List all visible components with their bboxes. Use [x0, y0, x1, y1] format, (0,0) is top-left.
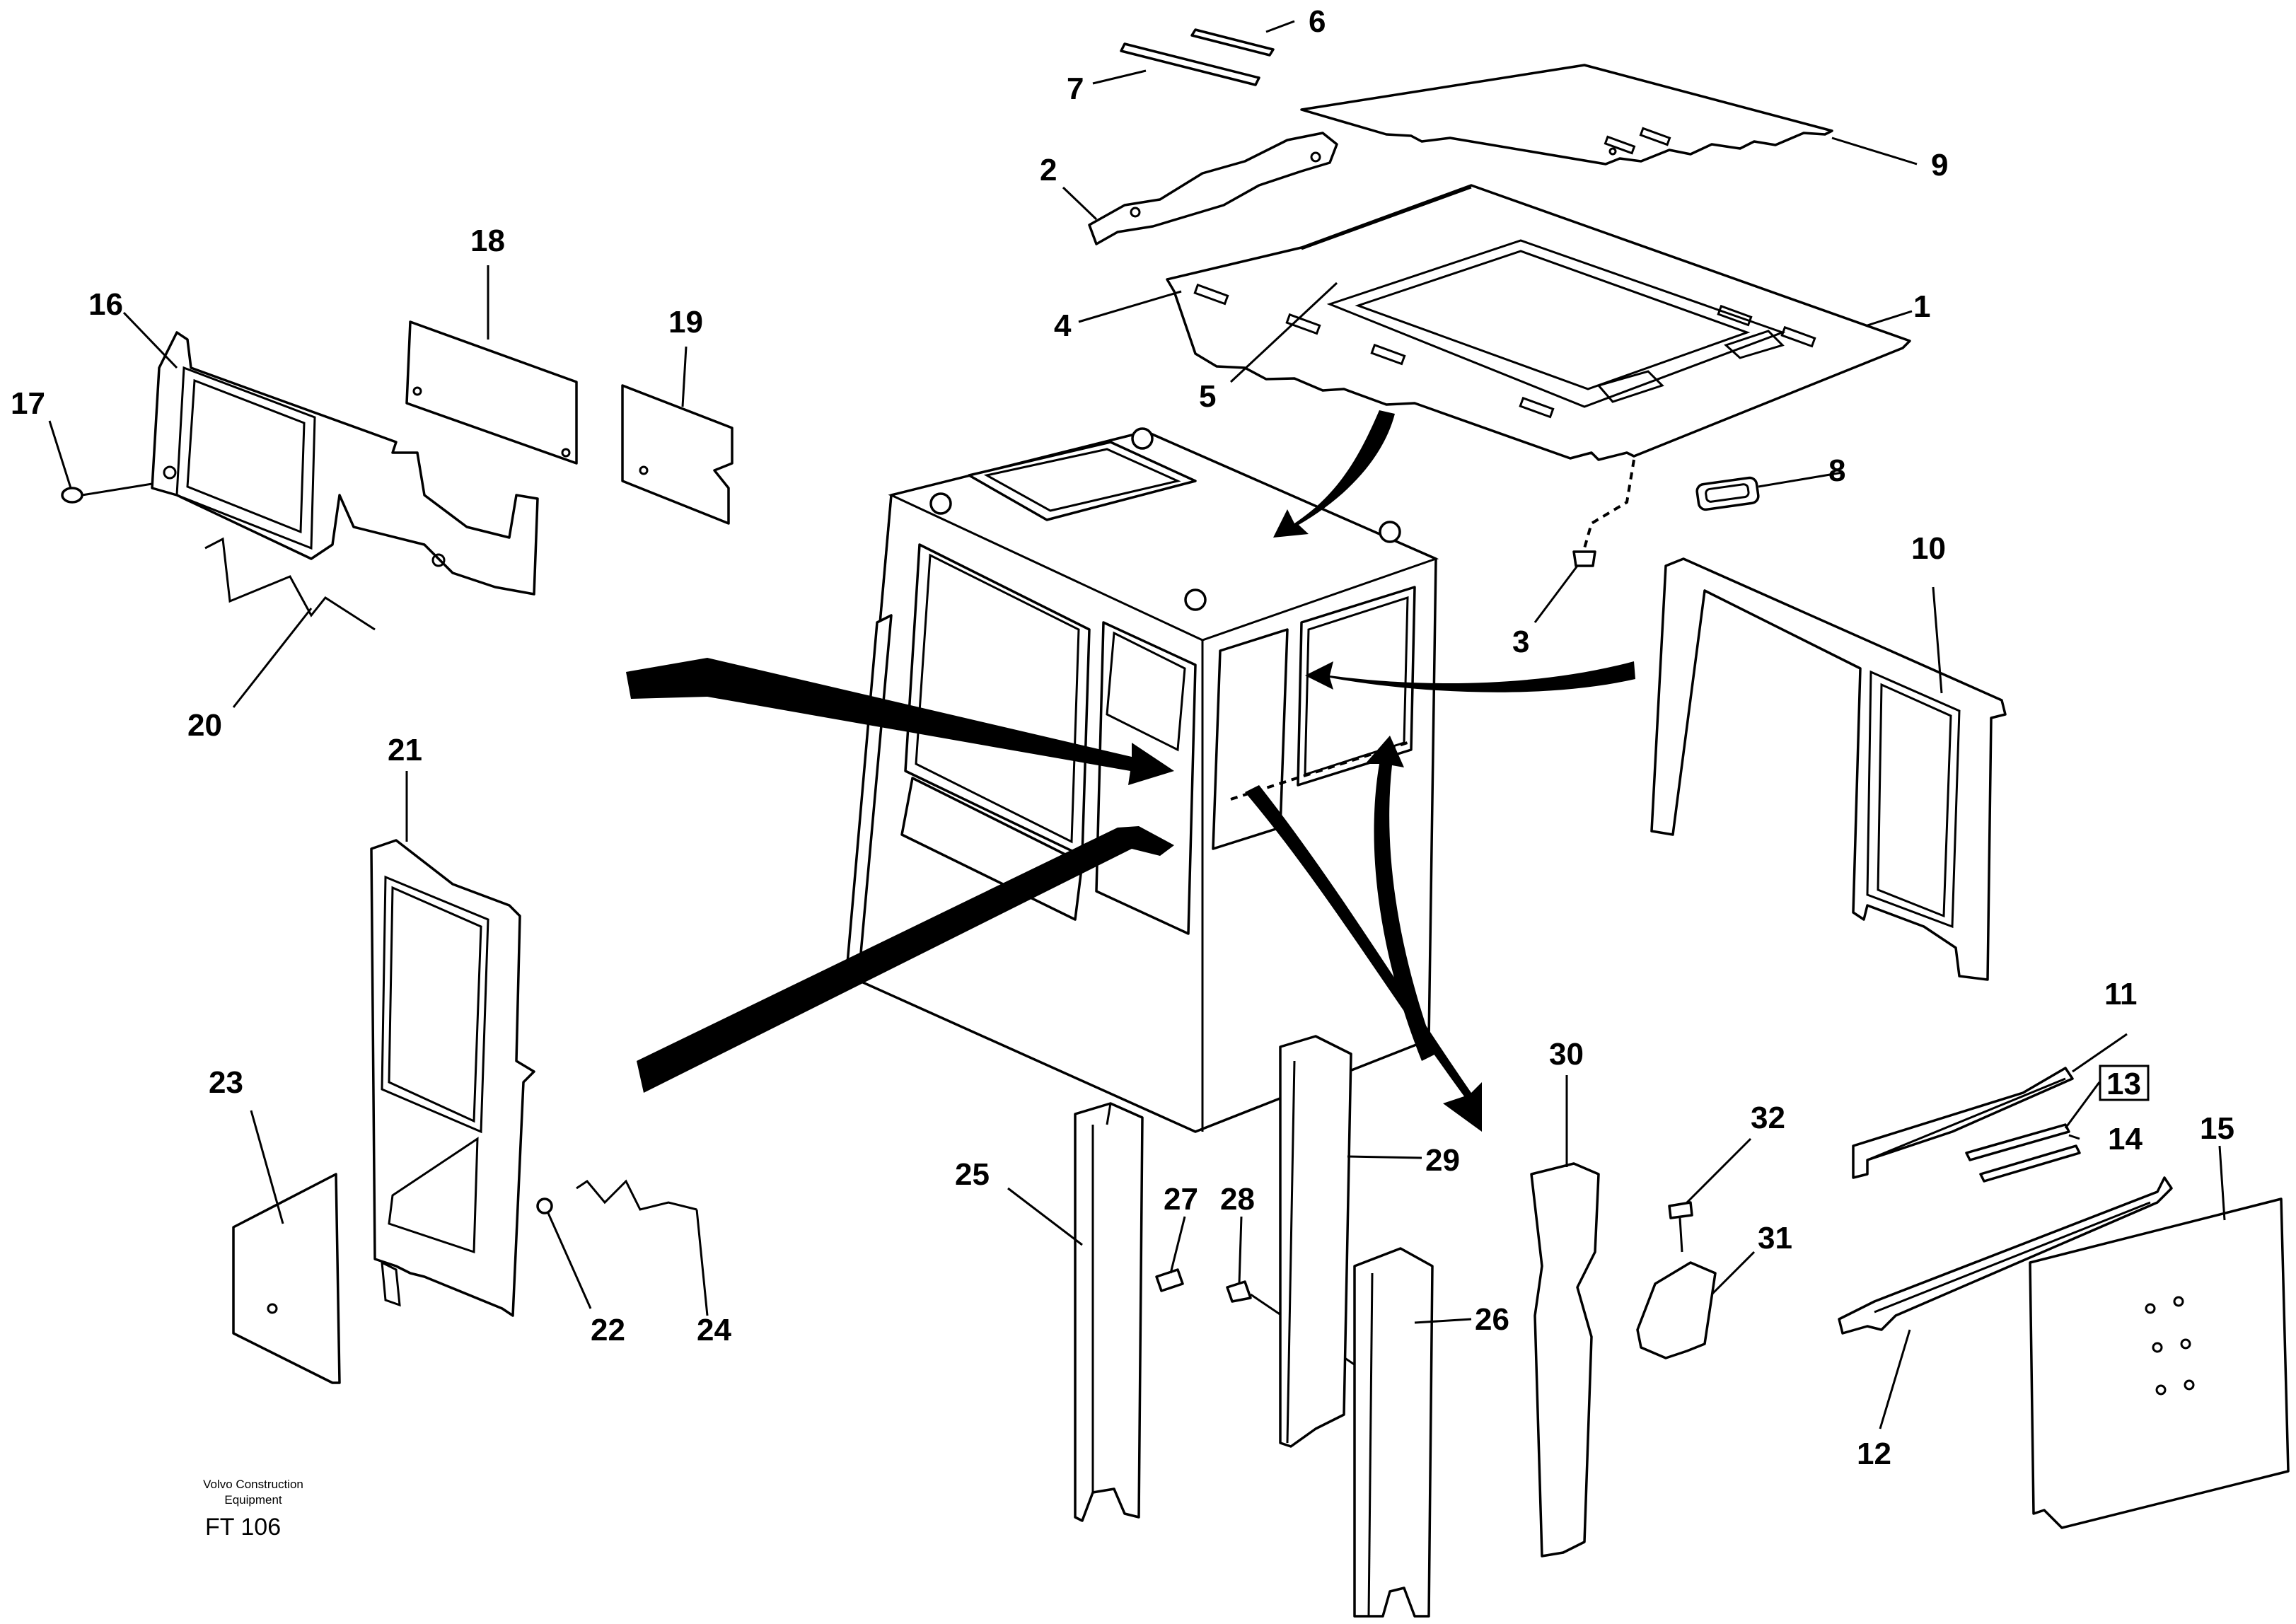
- callout-29: 29: [1425, 1143, 1460, 1178]
- part-23-pad: [232, 1173, 341, 1384]
- callout-18: 18: [470, 224, 505, 258]
- arrow-left-window: [626, 658, 1174, 785]
- arrow-from-roof: [1273, 410, 1395, 538]
- part-21-door-panel: [370, 839, 535, 1317]
- part-28-screw: [1226, 1280, 1252, 1303]
- part-6-strip: [1190, 28, 1275, 57]
- callout-27: 27: [1164, 1182, 1198, 1217]
- footer-figure-code: FT 106: [205, 1514, 281, 1541]
- part-26-pillar: [1353, 1247, 1434, 1618]
- part-10-frame: [1650, 557, 2007, 981]
- part-1-roof-frame: [1166, 184, 1911, 461]
- arrow-lower-left: [637, 826, 1174, 1093]
- callout-13: 13: [2106, 1067, 2141, 1101]
- part-9-roof-panel: [1300, 64, 1833, 166]
- callout-2: 2: [1040, 153, 1057, 187]
- callout-4: 4: [1054, 308, 1072, 343]
- cab-body: [846, 427, 1439, 1133]
- part-18-pad: [405, 320, 578, 465]
- part-17-screw: [61, 487, 83, 504]
- callout-28: 28: [1220, 1182, 1255, 1217]
- callout-15: 15: [2200, 1111, 2234, 1146]
- part-12-rail: [1838, 1176, 2173, 1335]
- part-15-panel: [2029, 1197, 2290, 1529]
- callout-26: 26: [1475, 1302, 1509, 1337]
- callout-11: 11: [2104, 977, 2138, 1011]
- footer-company-line1: Volvo Construction: [203, 1478, 303, 1491]
- part-22-screw: [536, 1197, 553, 1214]
- callout-6: 6: [1309, 4, 1326, 39]
- callout-5: 5: [1199, 379, 1216, 414]
- part-25-pillar: [1074, 1102, 1144, 1522]
- callout-25: 25: [955, 1157, 990, 1192]
- part-19-pad: [621, 384, 734, 525]
- callout-31: 31: [1758, 1221, 1792, 1255]
- part-29-pillar: [1279, 1035, 1352, 1448]
- callout-9: 9: [1931, 148, 1948, 182]
- part-30-pillar: [1530, 1162, 1600, 1558]
- callout-19: 19: [668, 305, 703, 340]
- part-32-screw: [1668, 1201, 1693, 1219]
- arrow-right-window: [1365, 736, 1436, 1061]
- callout-8: 8: [1828, 453, 1845, 488]
- part-2-bracket: [1088, 132, 1338, 245]
- leader-lines: [48, 20, 2226, 1429]
- callout-3: 3: [1512, 625, 1529, 659]
- callout-32: 32: [1751, 1101, 1785, 1135]
- footer-company-line2: Equipment: [224, 1493, 282, 1507]
- callout-16: 16: [88, 287, 123, 322]
- part-31-bracket: [1636, 1261, 1717, 1359]
- part-27-screw: [1155, 1268, 1184, 1292]
- footer: Volvo Construction Equipment FT 106: [203, 1478, 303, 1541]
- part-20-wire: [204, 537, 376, 631]
- callout-12: 12: [1857, 1437, 1891, 1471]
- callout-14: 14: [2108, 1122, 2143, 1156]
- part-11-rail: [1852, 1067, 2074, 1179]
- callout-20: 20: [187, 708, 222, 743]
- part-14-strip: [1965, 1123, 2070, 1161]
- callout-labels: 1 2 3 4 5 6 7 8 9 10 11 12 13 14 15 16 1…: [11, 4, 2234, 1471]
- callout-24: 24: [697, 1313, 731, 1347]
- callout-1: 1: [1913, 289, 1930, 324]
- part-3-screw: [1572, 550, 1596, 567]
- arrow-to-bottom: [1245, 785, 1482, 1132]
- arrow-from-10: [1305, 661, 1635, 692]
- callout-10: 10: [1911, 531, 1946, 566]
- part-16-panel: [151, 331, 539, 596]
- callout-30: 30: [1549, 1037, 1584, 1072]
- callout-17: 17: [11, 386, 45, 421]
- callout-7: 7: [1067, 71, 1084, 106]
- callout-22: 22: [591, 1313, 625, 1347]
- callout-23: 23: [209, 1065, 243, 1100]
- callout-21: 21: [388, 733, 422, 767]
- part-24-wire: [576, 1179, 697, 1211]
- part-7-strip: [1120, 42, 1260, 86]
